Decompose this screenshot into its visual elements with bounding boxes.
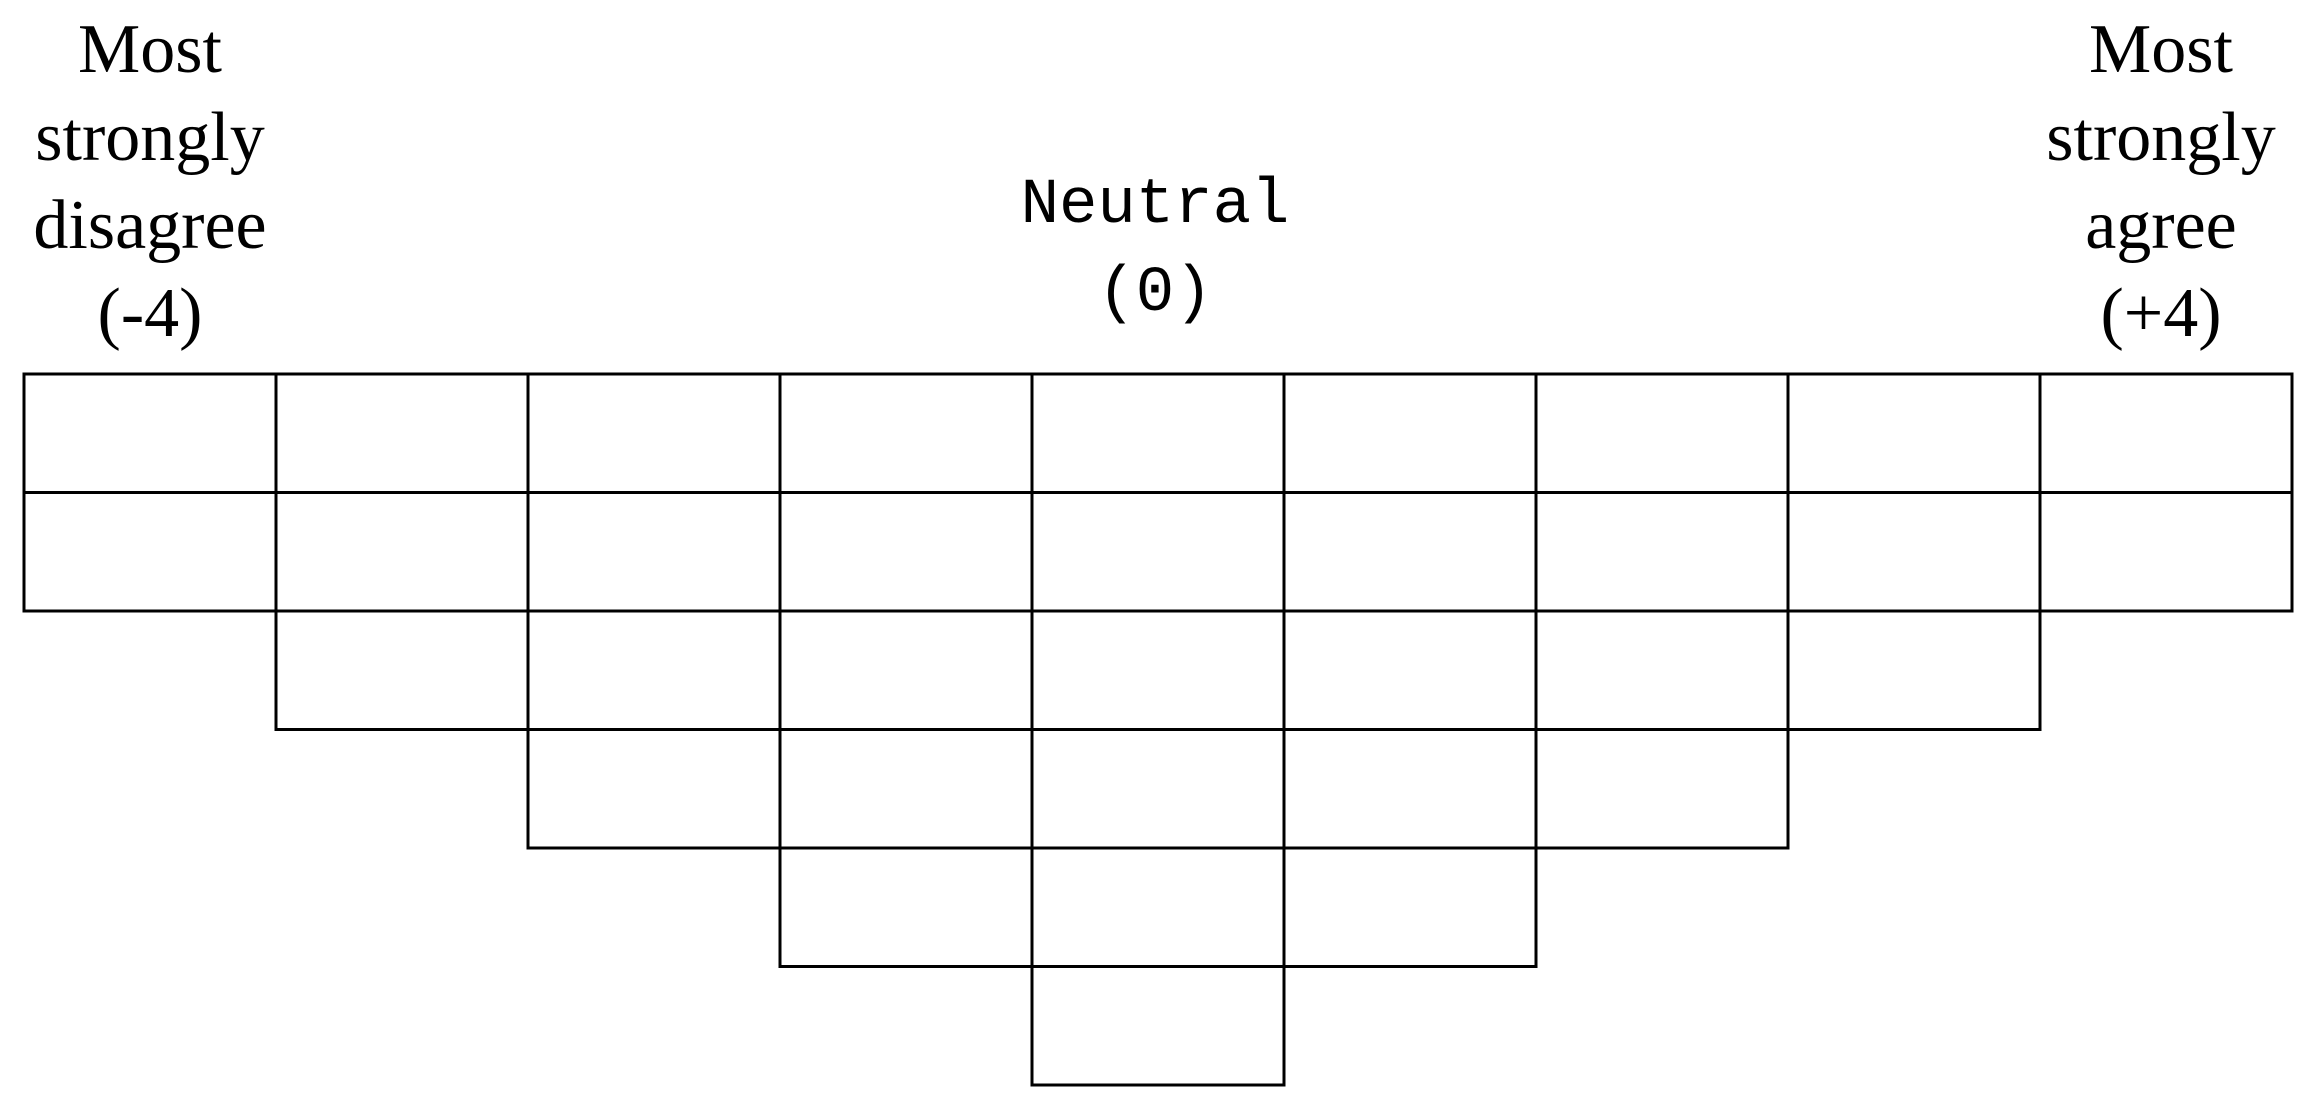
grid-cell-col8-row3[interactable] — [1786, 609, 2042, 731]
grid-cell-col4-row4[interactable] — [778, 728, 1034, 850]
grid-cell-col6-row4[interactable] — [1282, 728, 1538, 850]
grid-cell-col9-row2[interactable] — [2038, 491, 2294, 613]
label-right-line-2: strongly — [2046, 99, 2276, 176]
grid-cell-col5-row3[interactable] — [1030, 609, 1286, 731]
grid-cell-col5-row1[interactable] — [1030, 372, 1286, 494]
grid-cell-col1-row1[interactable] — [22, 372, 278, 494]
grid-cell-col5-row5[interactable] — [1030, 846, 1286, 968]
grid-cell-col2-row1[interactable] — [274, 372, 530, 494]
grid-cell-col9-row1[interactable] — [2038, 372, 2294, 494]
grid-cell-col4-row3[interactable] — [778, 609, 1034, 731]
label-right-line-4: (+4) — [2100, 275, 2222, 352]
grid-cell-col6-row5[interactable] — [1282, 846, 1538, 968]
neutral-label: Neutral (0) — [955, 162, 1355, 338]
label-right-line-1: Most — [2089, 11, 2233, 88]
grid-cell-col4-row5[interactable] — [778, 846, 1034, 968]
most-strongly-agree-label: Most strongly agree (+4) — [2011, 6, 2311, 358]
grid-cell-col7-row3[interactable] — [1534, 609, 1790, 731]
label-left-line-3: disagree — [33, 187, 267, 264]
grid-cell-col6-row3[interactable] — [1282, 609, 1538, 731]
grid-cell-col5-row4[interactable] — [1030, 728, 1286, 850]
label-left-line-2: strongly — [35, 99, 265, 176]
label-center-line-1: Neutral — [1020, 170, 1290, 242]
grid-cell-col7-row1[interactable] — [1534, 372, 1790, 494]
grid-cell-col2-row2[interactable] — [274, 491, 530, 613]
label-center-line-2: (0) — [1097, 258, 1213, 330]
grid-cell-col4-row2[interactable] — [778, 491, 1034, 613]
grid-cell-col4-row1[interactable] — [778, 372, 1034, 494]
grid-cell-col5-row6[interactable] — [1030, 965, 1286, 1087]
grid-cell-col6-row1[interactable] — [1282, 372, 1538, 494]
grid-cell-col6-row2[interactable] — [1282, 491, 1538, 613]
label-left-line-1: Most — [78, 11, 222, 88]
grid-cell-col3-row4[interactable] — [526, 728, 782, 850]
grid-cell-col3-row2[interactable] — [526, 491, 782, 613]
grid-cell-col8-row2[interactable] — [1786, 491, 2042, 613]
grid-cell-col3-row3[interactable] — [526, 609, 782, 731]
grid-cell-col2-row3[interactable] — [274, 609, 530, 731]
grid-cell-col8-row1[interactable] — [1786, 372, 2042, 494]
grid-cell-col3-row1[interactable] — [526, 372, 782, 494]
grid-cell-col7-row2[interactable] — [1534, 491, 1790, 613]
label-left-line-4: (-4) — [97, 275, 203, 352]
grid-cell-col7-row4[interactable] — [1534, 728, 1790, 850]
grid-cell-col1-row2[interactable] — [22, 491, 278, 613]
label-right-line-3: agree — [2085, 187, 2237, 264]
most-strongly-disagree-label: Most strongly disagree (-4) — [0, 6, 300, 358]
grid-cell-col5-row2[interactable] — [1030, 491, 1286, 613]
